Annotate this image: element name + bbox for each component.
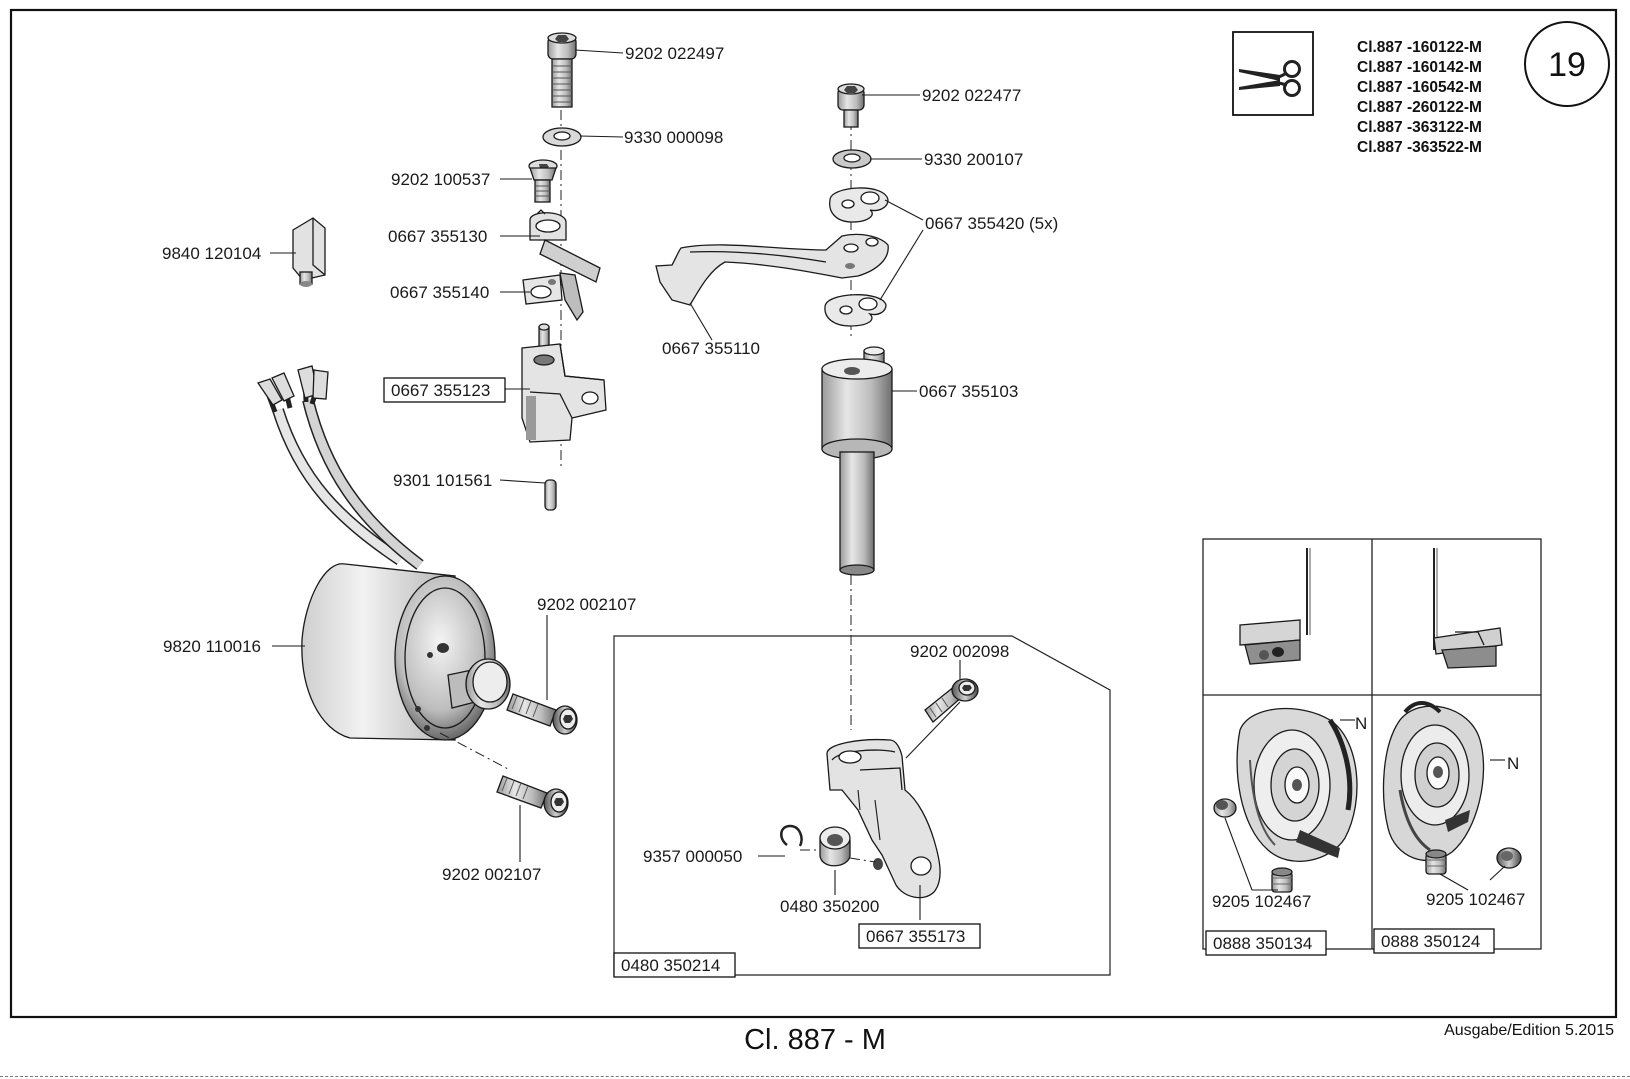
label-0667-355140: 0667 355140 <box>390 283 489 302</box>
label-0888-350124: 0888 350124 <box>1381 932 1480 951</box>
model-list: Cl.887 -160122-M Cl.887 -160142-M Cl.887… <box>1357 39 1482 156</box>
label-9330-000098: 9330 000098 <box>624 128 723 147</box>
washer-9330-000098 <box>542 127 582 147</box>
detail-panel <box>1202 538 1542 950</box>
bracket-0667-355140 <box>522 272 584 322</box>
hook-0888-350124 <box>1382 701 1522 875</box>
lever-0667-355110 <box>655 233 889 306</box>
boxed-label-frame <box>383 377 506 403</box>
screw-9202-022497 <box>547 32 577 108</box>
screw-9202-002107-lower <box>496 775 569 818</box>
document-title: Cl. 887 - M <box>744 1024 886 1056</box>
label-9202-002107-top: 9202 002107 <box>537 595 636 614</box>
screw-9202-100537 <box>528 159 558 203</box>
label-9840-120104: 9840 120104 <box>162 244 261 263</box>
label-9202-002098: 9202 002098 <box>910 642 1009 661</box>
label-0667-355110: 0667 355110 <box>662 339 760 358</box>
label-9301-101561: 9301 101561 <box>393 471 492 490</box>
screw-9202-022477 <box>837 83 865 128</box>
label-0667-355130: 0667 355130 <box>388 227 487 246</box>
model-item: Cl.887 -363522-M <box>1357 139 1482 156</box>
bracket-0667-355173 <box>826 738 941 899</box>
post-0667-355103 <box>821 346 893 576</box>
center-stack-assembly <box>655 83 893 730</box>
model-item: Cl.887 -160122-M <box>1357 39 1482 56</box>
label-0667-355123: 0667 355123 <box>391 381 490 400</box>
label-9205-102467-right: 9205 102467 <box>1426 890 1525 909</box>
page-number: 19 <box>1548 46 1586 84</box>
setscrew-left-b <box>1271 867 1293 893</box>
label-0667-355103: 0667 355103 <box>919 382 1018 401</box>
clamp-0667-355130 <box>529 209 601 283</box>
label-n-right: N <box>1507 754 1519 773</box>
model-item: Cl.887 -160542-M <box>1357 79 1482 96</box>
label-0667-355420: 0667 355420 (5x) <box>925 214 1058 233</box>
shim-0667-355420-lower <box>824 294 887 327</box>
detail-needle-right <box>1433 548 1503 669</box>
setscrew-left-a <box>1213 798 1237 818</box>
block-0667-355123 <box>521 323 607 443</box>
model-item: Cl.887 -160142-M <box>1357 59 1482 76</box>
label-n-left: N <box>1355 714 1367 733</box>
e-ring-9357-000050 <box>780 824 803 847</box>
label-9357-000050: 9357 000050 <box>643 847 742 866</box>
label-0480-350214: 0480 350214 <box>621 956 720 975</box>
label-0480-350200: 0480 350200 <box>780 897 879 916</box>
screw-9202-002107-upper <box>506 693 578 735</box>
washer-9330-200107 <box>832 149 872 169</box>
screw-9202-002098 <box>924 678 979 723</box>
label-0667-355173: 0667 355173 <box>866 927 965 946</box>
detail-needle-left <box>1239 548 1311 665</box>
label-9202-002107-bottom: 9202 002107 <box>442 865 541 884</box>
model-item: Cl.887 -260122-M <box>1357 99 1482 116</box>
boxed-label-frame <box>858 923 981 949</box>
motor-face <box>394 575 496 741</box>
left-stack-assembly <box>292 32 607 511</box>
edition-label: Ausgabe/Edition 5.2015 <box>1444 1022 1614 1039</box>
label-9330-200107: 9330 200107 <box>924 150 1023 169</box>
boxed-label-frame <box>1205 930 1327 956</box>
hook-0888-350134 <box>1213 707 1358 893</box>
label-9202-022497: 9202 022497 <box>625 44 724 63</box>
bushing-0480-350200 <box>819 826 851 867</box>
pin-9301-101561 <box>544 479 557 511</box>
motor-cable <box>256 365 424 570</box>
page-number-badge: 19 <box>1524 21 1610 107</box>
part-labels: 9202 022497 9330 000098 9202 100537 0667… <box>162 44 1525 978</box>
shim-0667-355420-upper <box>829 187 889 223</box>
driver-assembly-box <box>613 635 1111 976</box>
label-9205-102467-left: 9205 102467 <box>1212 892 1311 911</box>
motor-assembly <box>256 365 511 771</box>
drawing-frame <box>9 8 1618 1019</box>
footer-divider <box>0 1076 1630 1077</box>
model-item: Cl.887 -363122-M <box>1357 119 1482 136</box>
label-9202-100537: 9202 100537 <box>391 170 490 189</box>
boxed-label-frame <box>1373 928 1495 954</box>
label-0888-350134: 0888 350134 <box>1213 934 1312 953</box>
setscrew-right-a <box>1425 849 1447 875</box>
boxed-label-frame <box>613 952 736 978</box>
leader-lines <box>270 49 1506 920</box>
label-9202-022477: 9202 022477 <box>922 86 1021 105</box>
setscrew-right-b <box>1496 847 1522 869</box>
clip-9840-120104 <box>292 217 326 287</box>
scissors-icon <box>1232 31 1314 116</box>
label-9820-110016: 9820 110016 <box>163 637 261 656</box>
